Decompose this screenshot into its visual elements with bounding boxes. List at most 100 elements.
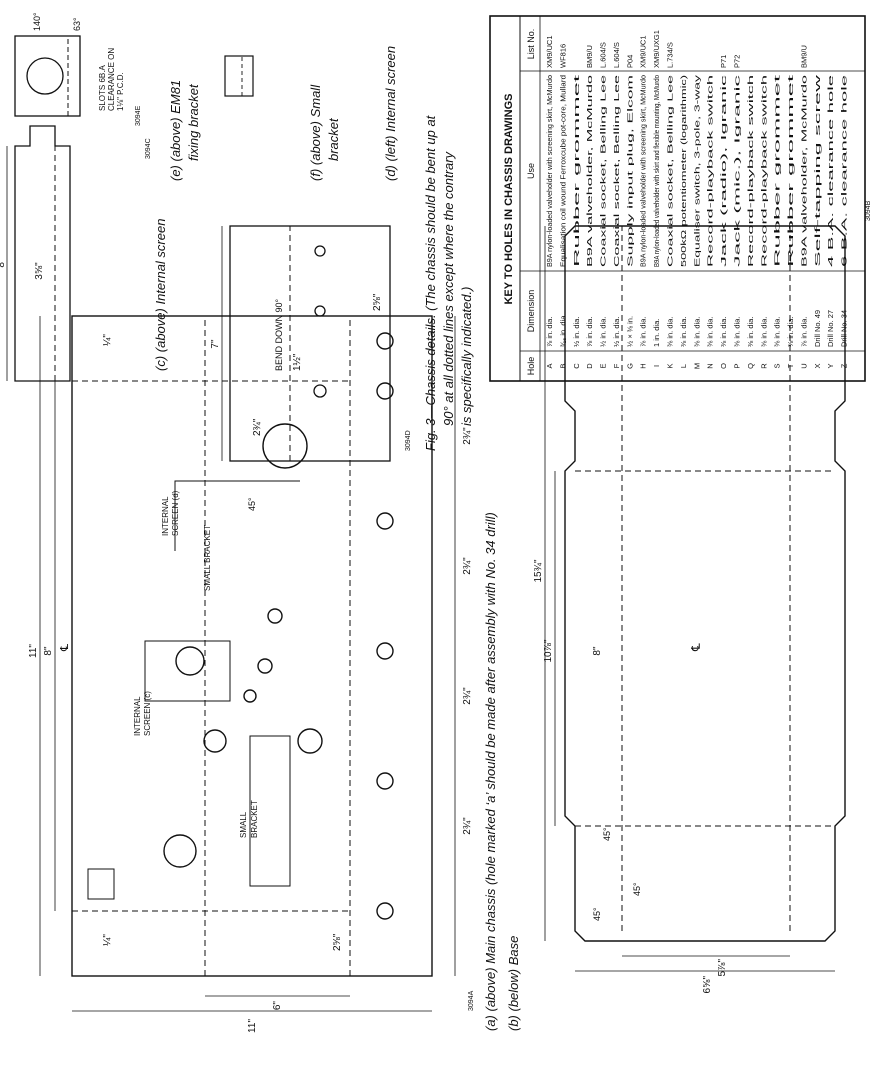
key-hole-cell: N (706, 363, 715, 368)
key-hole-cell: R (759, 363, 768, 369)
label-small-bracket-low: SMALL (239, 811, 248, 838)
hole-i (262, 423, 308, 469)
table-row: A⅞ in. dia.B9A nylon-loaded valveholder … (545, 35, 554, 368)
screen-d-outline (229, 225, 391, 462)
hole-n (376, 512, 394, 530)
ref-3094e: 3094E (135, 105, 142, 126)
em81-bracket (14, 35, 81, 117)
key-use-cell: Record-playback switch (759, 75, 768, 267)
key-dimension-cell: ⅞ in. dia. (545, 317, 554, 347)
key-list-cell: L.734/S (666, 42, 675, 68)
key-use-cell: Jack (mic.), Igranic (732, 74, 741, 267)
key-dimension-cell: ⅜ in. dia. (732, 317, 741, 347)
hole-o (376, 382, 394, 400)
key-hole-cell: T (786, 363, 795, 368)
key-hole-cell: F (612, 363, 621, 368)
em81-hole (26, 57, 64, 95)
centre-mark-main: ℄ (59, 644, 71, 652)
table-row: K⅜ in. dia.Coaxial socket, Belling LeeL.… (666, 42, 675, 368)
key-dimension-cell: ⅜ in. dia. (746, 317, 755, 347)
hole-k (376, 902, 394, 920)
key-use-cell: Record-playback switch (706, 75, 715, 267)
key-hole-cell: C (572, 363, 581, 369)
base-drawing (544, 225, 846, 972)
key-list-cell: BM9/U (799, 45, 808, 68)
key-dimension-cell: ³⁄₁₆ in. dia. (558, 314, 567, 348)
dim-base-mid: 10⅞" (543, 639, 554, 662)
key-hole-cell: S (773, 363, 782, 368)
small-bracket-f-outline (224, 55, 254, 97)
dim-base-h2: 5⅞" (717, 959, 728, 977)
key-hole-cell: L (679, 364, 688, 368)
caption-b: (b) (below) Base (506, 936, 521, 1031)
ref-3094d: 3094D (405, 430, 412, 451)
screen-c-text: 8" 3⅝" (c) (above) Internal screen 3094C (0, 138, 168, 371)
key-use-cell: 500kΩ potentiometer (logarithmic) (679, 74, 688, 267)
key-use-cell: B9A nylon-loaded valveholder with screen… (545, 75, 554, 267)
key-dimension-cell: Drill No. 34 (840, 310, 849, 347)
caption-e2: fixing bracket (186, 83, 201, 161)
key-list-cell: L.604/S (599, 42, 608, 68)
key-dimension-cell: ⅜ in. dia. (692, 317, 701, 347)
key-list-cell: P71 (719, 55, 728, 68)
internal-screen-d-outline (174, 480, 300, 551)
key-use-cell: Jack (radio), Igranic (719, 74, 728, 267)
key-hole-cell: Q (746, 363, 755, 369)
screen-d-text: 7" BEND DOWN 90° 2¾" 2⅝" 3094D (210, 293, 412, 451)
small-bracket-f (224, 55, 254, 97)
key-dimension-cell: ½ in. dia. (599, 317, 608, 347)
hole-l (376, 772, 394, 790)
key-hole-cell: X (813, 363, 822, 368)
table-row: R⅜ in. dia.Record-playback switch (759, 75, 768, 369)
key-use-cell: B9A nylon-loaded valveholder with screen… (639, 75, 648, 267)
key-table-title: KEY TO HOLES IN CHASSIS DRAWINGS (503, 93, 515, 304)
small-bracket-outline (249, 735, 291, 887)
dim-base-inner: 8" (592, 646, 603, 656)
base-angle-1: 45° (592, 907, 602, 921)
centre-mark-base: ℄ (689, 643, 703, 652)
ref-3094b: 3094B (865, 200, 872, 221)
slots-label-2: CLEARANCE ON (107, 48, 116, 111)
key-use-cell: Rubber grommet (572, 72, 581, 267)
fig-caption-line2: 90° at all dotted lines except where the… (441, 150, 456, 426)
key-header-hole: Hole (526, 357, 536, 376)
table-row: I1 in. dia.B9A nylon-loaded valveholder … (652, 30, 661, 367)
table-row: C ½ in. dia. Rubber grommet (572, 72, 581, 369)
label-internal-screen-d1: INTERNAL (161, 496, 170, 536)
caption-group-ab: (a) (above) Main chassis (hole marked ‘a… (483, 512, 521, 1031)
base-outline (564, 225, 846, 942)
hole-d (175, 646, 205, 676)
em81-bracket-outline (14, 35, 81, 117)
internal-screen-c (6, 125, 71, 382)
key-dimension-cell: ½ in. dia. (572, 317, 581, 347)
internal-screen-c-outline (144, 640, 231, 702)
dim-corner-2: ¼" (101, 334, 113, 346)
key-dimension-cell: ½ in. dia. (612, 317, 621, 347)
ref-3094a: 3094A (468, 990, 475, 1011)
caption-c: (c) (above) Internal screen (153, 219, 168, 371)
key-use-cell: Coaxial socket, Belling Lee (612, 75, 621, 267)
key-use-cell: Rubber grommet (773, 72, 782, 267)
key-hole-cell: E (599, 363, 608, 368)
label-small-bracket-top: SMALL BRACKET (203, 525, 212, 591)
main-chassis (39, 315, 456, 1012)
key-header-use: Use (526, 163, 536, 179)
key-header-list: List No. (526, 29, 536, 60)
key-use-cell: Coaxial socket, Belling Lee (599, 75, 608, 267)
key-dimension-cell: ⅜ in. dia. (719, 317, 728, 347)
key-hole-cell: Y (826, 363, 835, 368)
dim-main-inner: 8" (43, 646, 54, 656)
fig-caption-line3: is specifically indicated.) (459, 287, 474, 426)
hole-s (314, 305, 326, 317)
label-internal-screen-c2: SCREEN (c) (143, 691, 152, 736)
table-row: N⅜ in. dia.Record-playback switch (706, 75, 715, 369)
table-row: L⅜ in. dia.500kΩ potentiometer (logarith… (679, 74, 688, 368)
